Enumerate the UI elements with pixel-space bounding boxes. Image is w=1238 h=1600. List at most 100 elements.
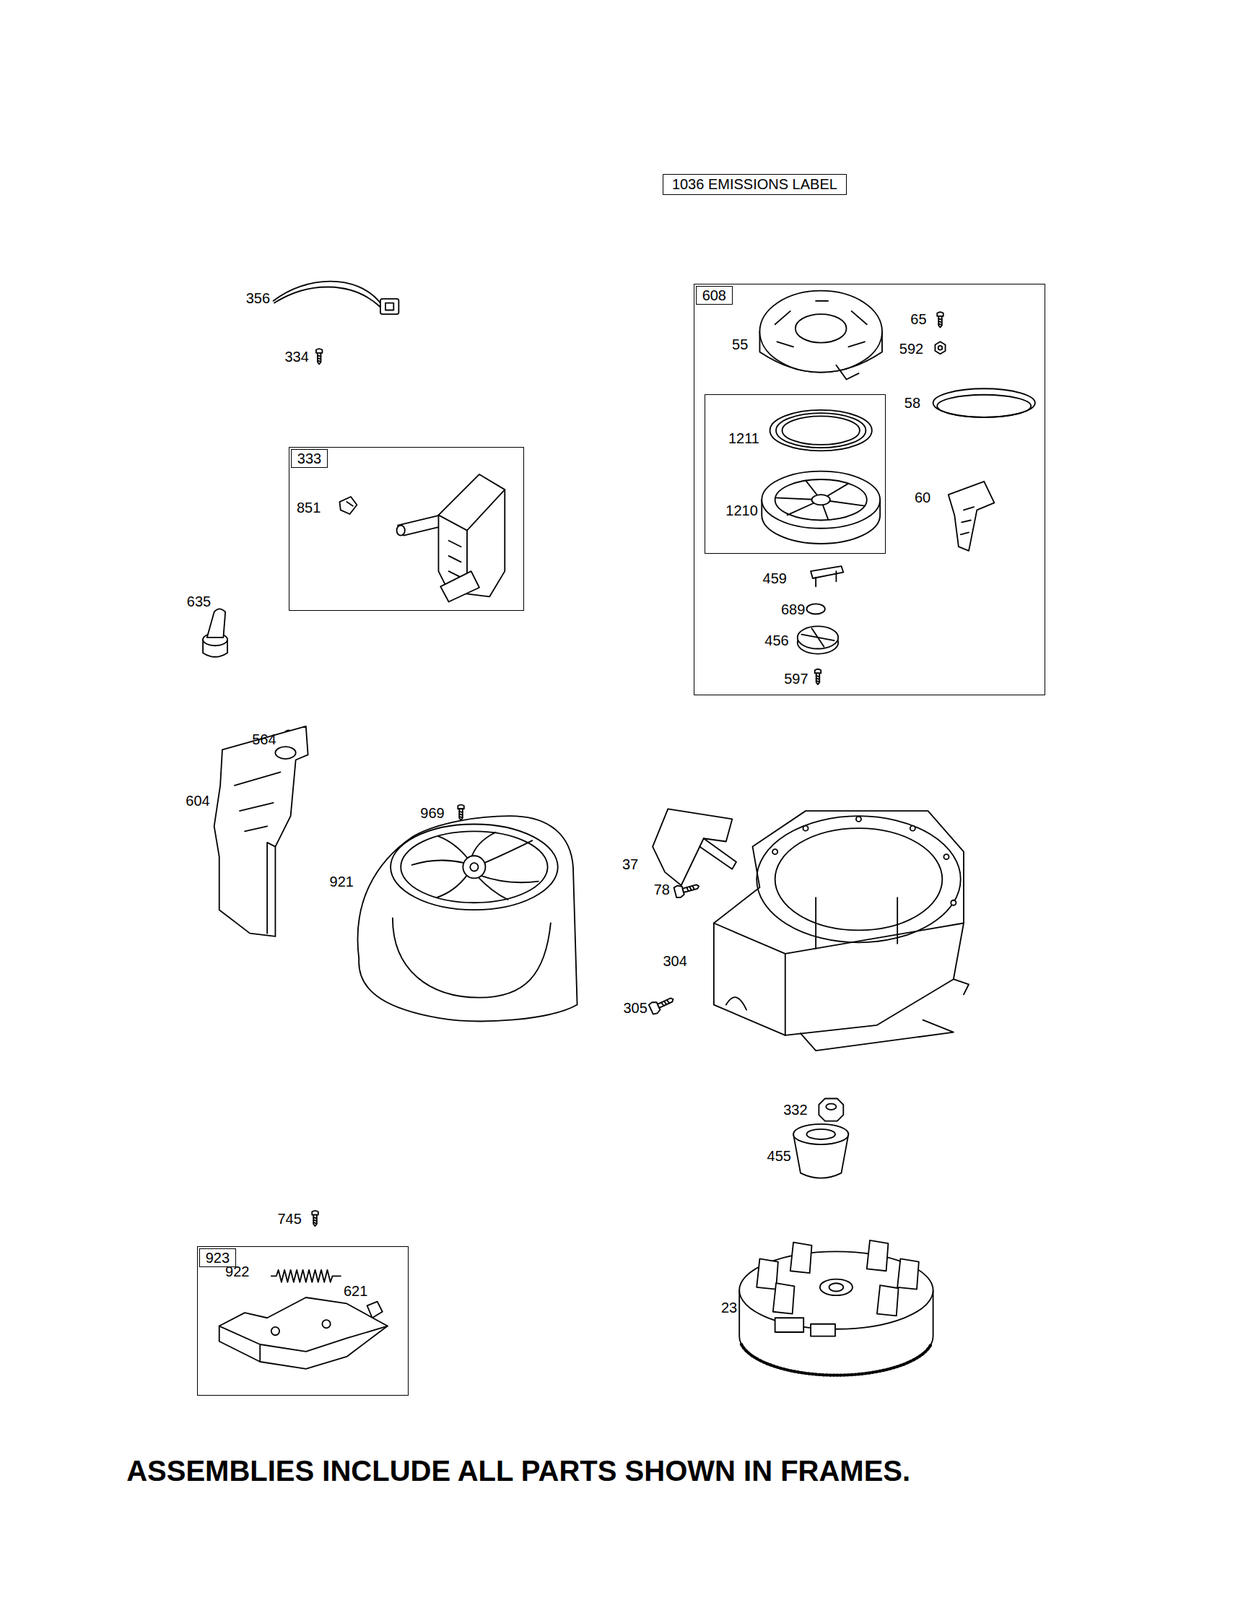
screw	[316, 348, 322, 364]
ignition-armature	[440, 570, 480, 602]
flywheel	[877, 1284, 899, 1316]
blower-housing	[943, 853, 949, 860]
callout-number: 921	[329, 874, 354, 889]
callout-number: 305	[622, 1000, 647, 1015]
rewind-starter	[759, 290, 883, 380]
assembly-frame: 923922621	[197, 1245, 410, 1395]
starter-rope	[936, 394, 1031, 418]
starter-pulley	[811, 494, 830, 505]
blower-housing-cover	[400, 830, 548, 903]
ignition-armature	[449, 540, 462, 578]
dog-retainer	[797, 625, 839, 654]
callout-number: 334	[284, 349, 309, 364]
sub-assembly-frame: 1211 1210	[704, 394, 886, 553]
callout-number: 356	[246, 290, 270, 306]
rewind-starter	[795, 314, 847, 343]
ignition-armature	[397, 525, 405, 536]
rewind-spring	[770, 410, 873, 452]
callout-number: 304	[663, 953, 688, 969]
blower-housing	[756, 815, 961, 943]
deflector	[275, 746, 296, 759]
callout-number: 60	[914, 490, 931, 505]
starter-dog	[810, 565, 844, 587]
screw	[311, 1210, 318, 1226]
assembly-frame: 1211121060855655925860459689456597	[693, 283, 1046, 696]
label-text: 1036 EMISSIONS LABEL	[672, 176, 838, 193]
callout-number: 455	[767, 1148, 792, 1163]
wire-lead	[380, 298, 399, 315]
flywheel	[820, 1279, 853, 1296]
callout-number: 78	[654, 882, 670, 897]
callout-number: 58	[904, 395, 921, 411]
deflector	[267, 842, 276, 934]
starter-pulley	[761, 471, 880, 544]
callout-number: 456	[764, 633, 789, 648]
blower-housing-cover	[469, 862, 478, 871]
wire-lead	[385, 303, 394, 311]
flywheel	[790, 1242, 813, 1273]
wire-lead	[274, 286, 381, 307]
flywheel	[897, 1258, 919, 1289]
blower-housing	[800, 1019, 954, 1051]
flywheel	[866, 1240, 889, 1271]
wire-lead	[273, 281, 381, 304]
starter-cup	[793, 1123, 849, 1179]
callout-number: 564	[251, 731, 276, 747]
flywheel	[829, 1282, 844, 1291]
bolt	[648, 993, 676, 1015]
starter-dog	[815, 570, 836, 587]
callout-number: 459	[763, 570, 787, 586]
callout-number: 1210	[725, 503, 758, 518]
callout-number: 604	[185, 793, 210, 808]
blower-housing-cover	[412, 832, 539, 900]
flywheel-nut	[818, 1098, 844, 1122]
flywheel	[741, 1344, 932, 1376]
blower-housing	[856, 816, 862, 822]
blower-housing	[726, 996, 747, 1010]
starter-pulley	[775, 479, 867, 521]
starter-cup	[793, 1123, 849, 1145]
assembly-number: 333	[290, 449, 328, 468]
blower-housing	[950, 900, 956, 906]
spark-plug-boot	[207, 608, 226, 638]
rewind-starter	[775, 301, 867, 348]
blower-housing	[713, 810, 969, 1051]
governor-bracket	[321, 1319, 330, 1328]
ignition-armature	[339, 496, 357, 514]
rewind-spring	[782, 415, 860, 445]
rewind-spring	[776, 412, 866, 448]
nut	[934, 341, 945, 354]
callout-number: 23	[721, 1300, 738, 1315]
governor-bracket	[219, 1269, 388, 1369]
rewind-spring	[770, 410, 873, 452]
flywheel-nut	[818, 1098, 844, 1122]
starter-pulley	[761, 471, 880, 529]
flywheel	[756, 1258, 779, 1289]
callout-number: 1211	[728, 430, 760, 446]
screw	[457, 804, 464, 821]
ignition-armature	[346, 501, 353, 507]
flywheel	[739, 1240, 933, 1376]
air-baffle	[699, 838, 737, 869]
screw	[936, 311, 943, 328]
emissions-label-box: 1036 EMISSIONS LABEL	[662, 173, 847, 195]
deflector	[214, 726, 309, 937]
flywheel	[775, 1317, 805, 1332]
starter-rope	[933, 388, 1036, 418]
starter-dog	[810, 565, 844, 579]
flywheel-nut	[825, 1103, 836, 1110]
rewind-starter	[835, 365, 859, 380]
blower-housing	[802, 825, 808, 831]
assembly-frame: 333851	[288, 446, 525, 611]
dog-retainer	[797, 625, 839, 649]
screw	[814, 669, 821, 685]
callout-number: 37	[622, 856, 639, 872]
callout-number: 689	[781, 602, 805, 617]
governor-bracket	[219, 1326, 388, 1362]
governor-bracket	[219, 1297, 388, 1369]
spark-plug-boot	[202, 608, 228, 657]
callout-number: 332	[783, 1102, 808, 1117]
ignition-armature	[339, 474, 505, 603]
